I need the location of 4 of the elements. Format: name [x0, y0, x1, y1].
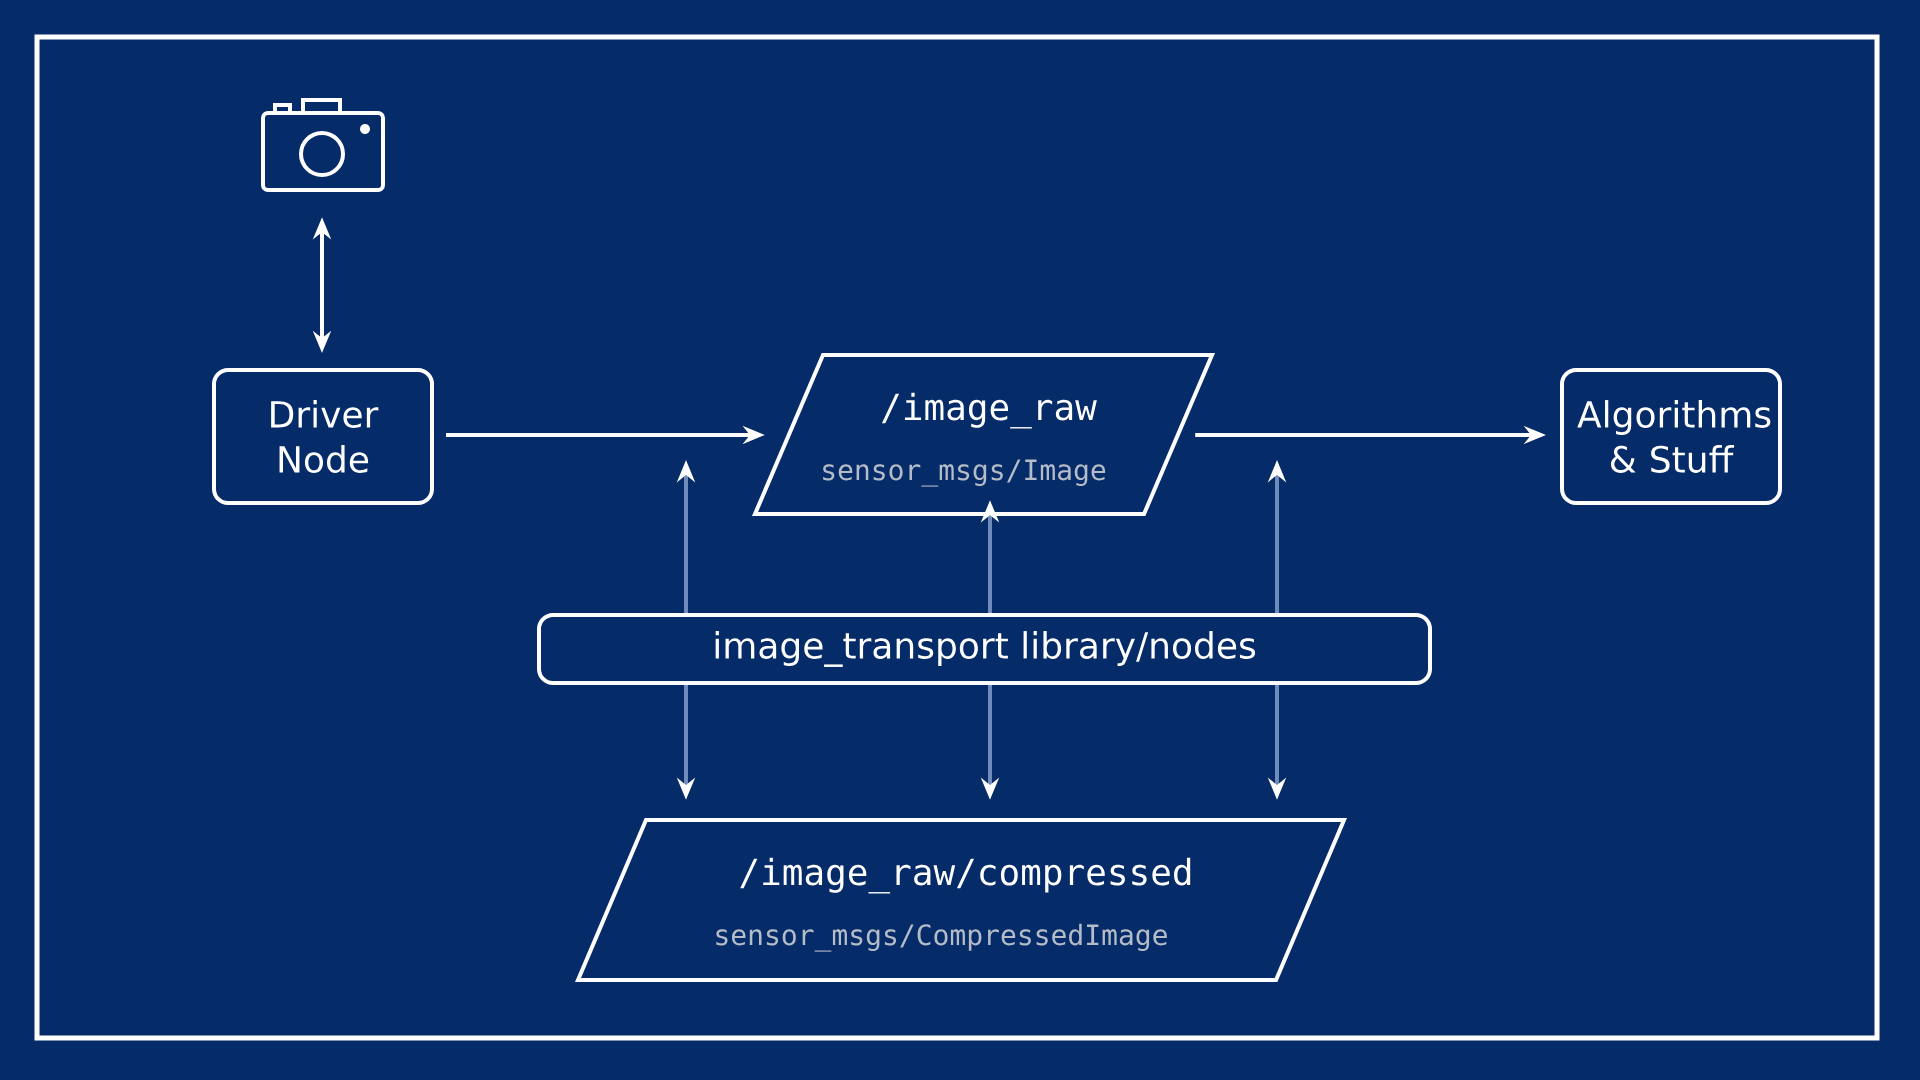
process-box: Driver Node [212, 368, 434, 505]
library-band: image_transport library/nodes [537, 613, 1432, 685]
process-box: Algorithms & Stuff [1560, 368, 1782, 505]
camera-icon [261, 98, 385, 192]
